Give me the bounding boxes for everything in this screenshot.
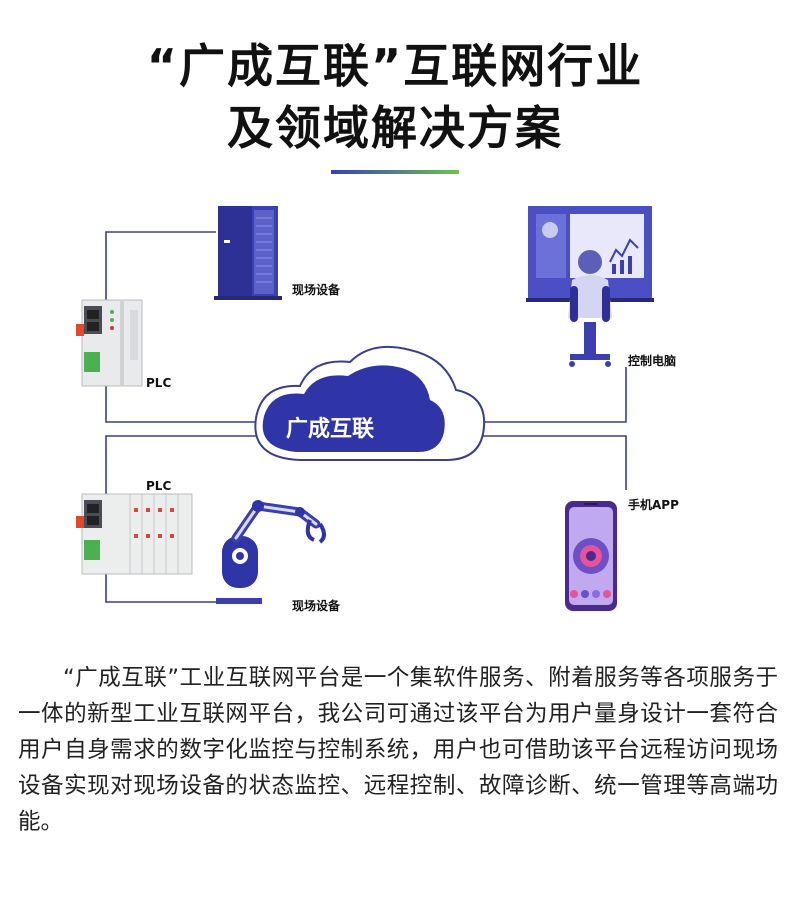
- line-cloud-to-plc-bottom: [105, 435, 260, 508]
- label-field-device-bottom: 现场设备: [292, 598, 341, 613]
- label-mobile-app: 手机APP: [628, 497, 679, 512]
- description-paragraph: “广成互联”工业互联网平台是一个集软件服务、附着服务等各项服务于一体的新型工业互…: [18, 665, 778, 835]
- connection-lines: [105, 231, 627, 603]
- plc-module-icon: [76, 299, 143, 387]
- line-plc-bottom-to-field: [105, 570, 216, 603]
- smartphone-icon: [565, 501, 617, 611]
- line-plc-to-field-top: [105, 231, 216, 320]
- page-title-line-1: “广成互联”互联网行业: [146, 39, 644, 93]
- server-cabinet-icon: [214, 206, 282, 300]
- line-cloud-to-pc: [474, 367, 627, 423]
- robot-arm-icon: [216, 500, 326, 604]
- plc-io-module-icon: [76, 493, 193, 575]
- control-pc-icon: [526, 206, 654, 367]
- label-plc-top: PLC: [146, 376, 171, 390]
- cloud-icon: [254, 345, 486, 461]
- label-plc-bottom: PLC: [146, 479, 171, 493]
- label-control-pc: 控制电脑: [628, 353, 676, 368]
- title-underline: [331, 170, 459, 174]
- line-plc-top-to-cloud: [105, 385, 260, 423]
- cloud-label: 广成互联: [286, 416, 374, 442]
- line-cloud-to-phone: [474, 435, 627, 490]
- page-title-line-2: 及领域解决方案: [227, 101, 563, 155]
- label-field-device-top: 现场设备: [292, 282, 341, 297]
- network-diagram: 现场设备 PLC 控制电脑 广成互联: [76, 206, 679, 613]
